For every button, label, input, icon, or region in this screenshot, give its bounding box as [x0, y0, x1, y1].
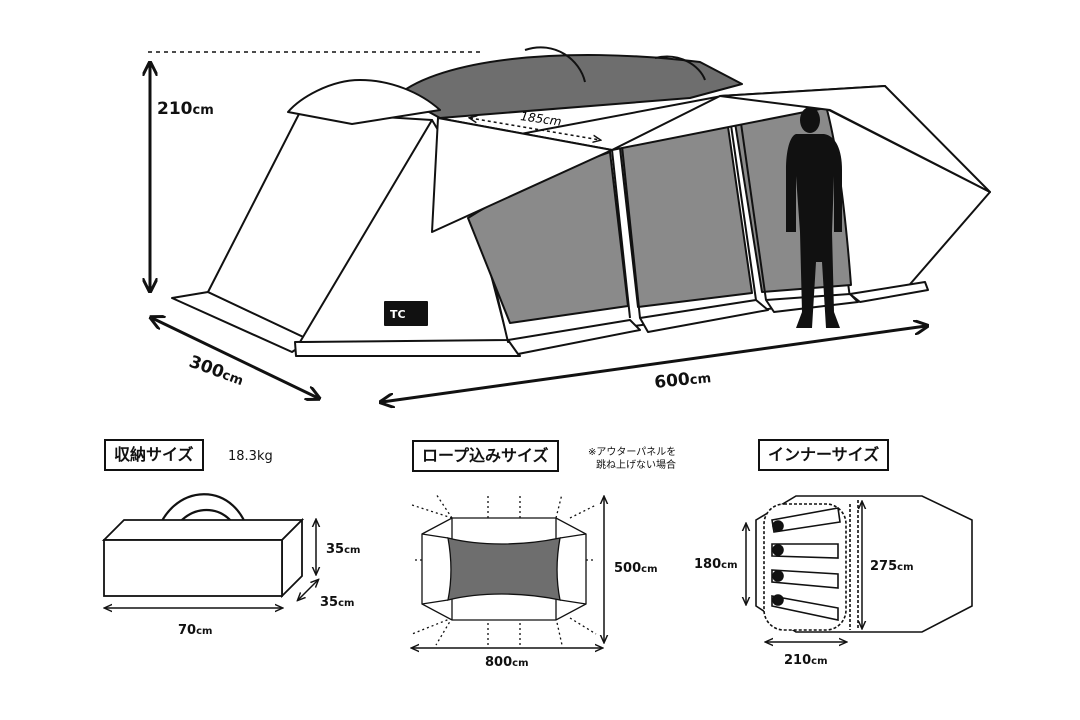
storage-depth-label: 35cm — [320, 595, 354, 610]
person-silhouette — [786, 107, 842, 328]
storage-size-label: 収納サイズ — [104, 439, 204, 471]
length-arrow — [382, 326, 926, 402]
inner-size-label: インナーサイズ — [758, 439, 890, 471]
length-label: 600cm — [653, 367, 712, 393]
arch-width-arrow — [470, 118, 600, 140]
storage-depth-arrow — [298, 580, 318, 600]
storage-length-label: 70cm — [178, 623, 212, 638]
depth-arrow — [152, 318, 318, 398]
roped-footprint — [411, 493, 597, 646]
inner-width-label: 210cm — [784, 653, 828, 668]
logo-text: TC — [390, 308, 406, 321]
roped-note-line2: 跳ね上げない場合 — [596, 460, 676, 471]
roped-size-label: ロープ込みサイズ — [412, 440, 559, 472]
storage-bag — [101, 493, 305, 599]
roped-note-line1: ※アウターパネルを — [588, 447, 677, 458]
roped-width-label: 800cm — [485, 655, 529, 670]
height-label: 210cm — [157, 99, 214, 119]
roped-note: ※アウターパネルを 跳ね上げない場合 — [588, 446, 676, 472]
roof-band — [397, 53, 743, 119]
roped-depth-label: 500cm — [614, 561, 658, 576]
storage-height-label: 35cm — [326, 542, 360, 557]
tent-illustration: TC — [171, 46, 991, 357]
storage-weight: 18.3kg — [228, 449, 273, 464]
right-canopy — [719, 85, 991, 193]
inner-floor-plan — [755, 495, 973, 633]
sleeping-bags — [771, 507, 841, 621]
left-dome-cap — [287, 79, 441, 125]
arch-width-label: 185cm — [520, 109, 563, 129]
inner-depth-label: 275cm — [870, 559, 914, 574]
inner-height-label: 180cm — [694, 557, 738, 572]
